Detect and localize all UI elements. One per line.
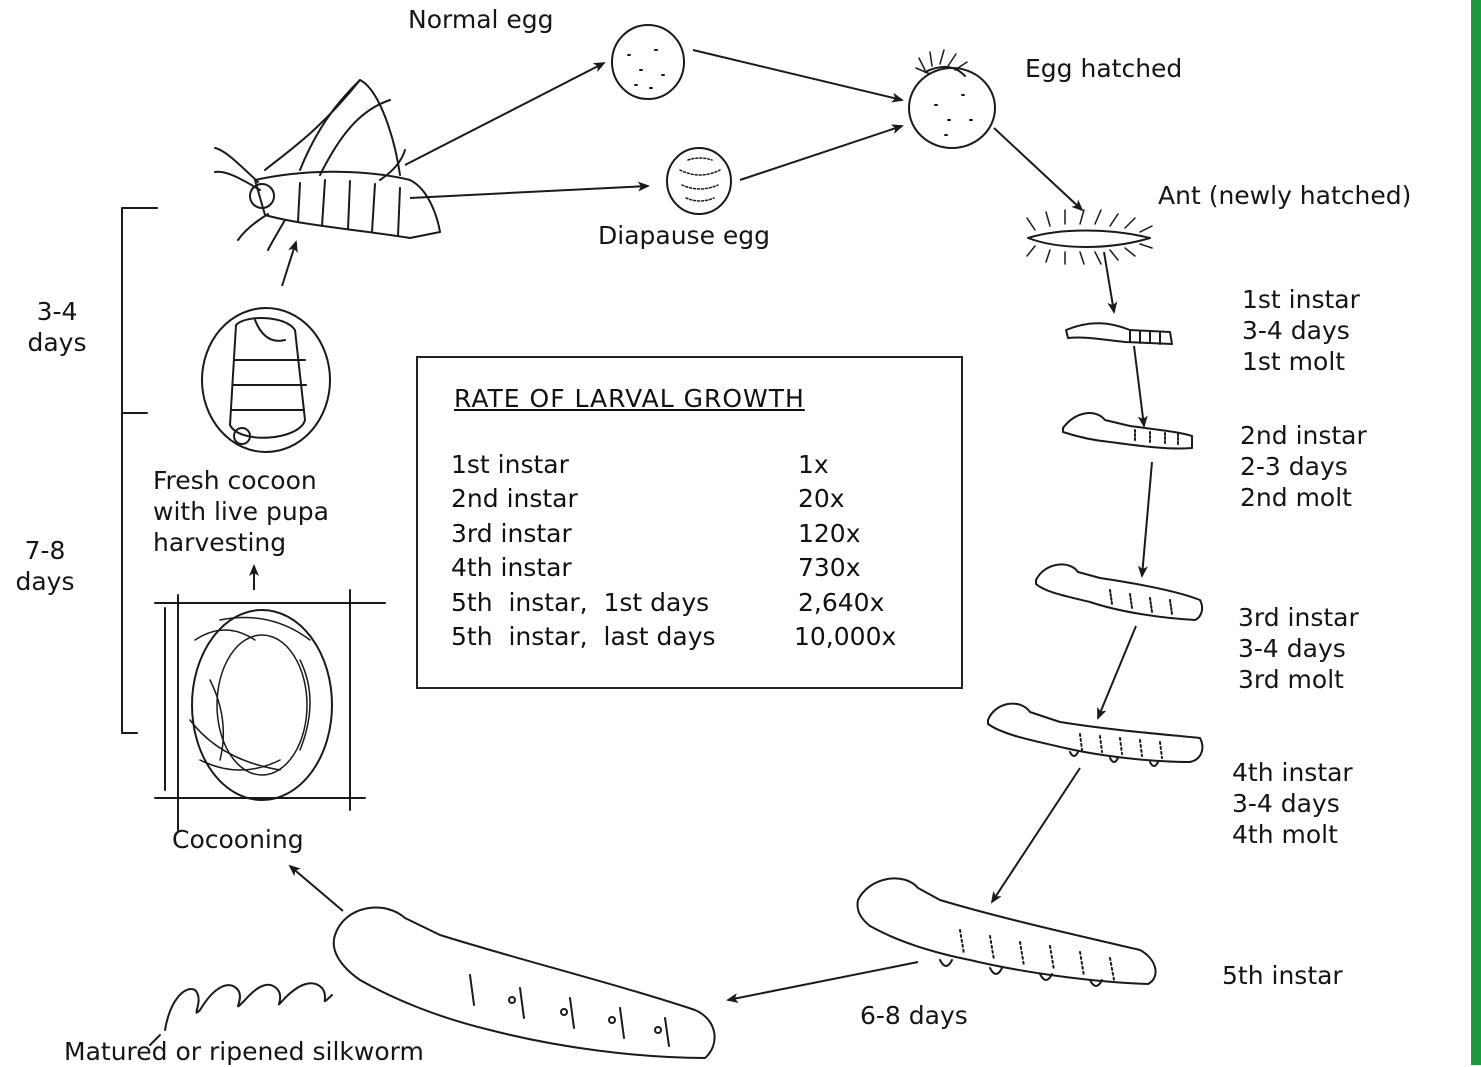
- normal-egg-illustration: [612, 25, 684, 99]
- instar-2-days: 2-3 days: [1240, 451, 1367, 482]
- rate-table-title: RATE OF LARVAL GROWTH: [454, 384, 805, 413]
- rate-row-stage: 1st instar: [451, 450, 569, 479]
- label-bracket-lower: 7-8 days: [8, 535, 82, 597]
- diapause-egg-illustration: [667, 148, 731, 214]
- instar-3-days: 3-4 days: [1238, 633, 1359, 664]
- arrow-moth-to-diapause-egg: [410, 186, 648, 198]
- label-cocooning: Cocooning: [172, 824, 304, 855]
- arrow-1st-to-2nd: [1134, 346, 1144, 426]
- rate-row-stage: 5th instar, 1st days: [451, 588, 709, 617]
- label-normal-egg: Normal egg: [408, 4, 554, 35]
- label-bracket-upper: 3-4 days: [20, 296, 94, 358]
- bracket-lower-unit: days: [8, 566, 82, 597]
- rate-row-stage: 5th instar, last days: [451, 622, 716, 651]
- label-egg-hatched: Egg hatched: [1025, 53, 1182, 84]
- arrow-diapause-egg-to-hatched: [740, 126, 902, 180]
- rate-row-stage: 4th instar: [451, 553, 572, 582]
- rate-row-growth: 1x: [798, 450, 829, 479]
- label-diapause-egg: Diapause egg: [598, 220, 770, 251]
- arrow-normal-egg-to-hatched: [693, 50, 902, 100]
- arrow-3rd-to-4th: [1098, 626, 1136, 718]
- instar-2-molt: 2nd molt: [1240, 482, 1367, 513]
- label-ant: Ant (newly hatched): [1158, 180, 1411, 211]
- arrow-5th-to-matured: [728, 962, 918, 1000]
- rate-of-growth-table: RATE OF LARVAL GROWTH 1st instar 1x 2nd …: [416, 356, 963, 689]
- label-fresh-cocoon: Fresh cocoon with live pupa harvesting: [153, 465, 329, 558]
- arrow-ant-to-1st: [1104, 252, 1114, 312]
- fresh-cocoon-line-3: harvesting: [153, 527, 329, 558]
- fresh-cocoon-illustration: [202, 308, 330, 452]
- larva-1st-instar: [1066, 323, 1172, 344]
- instar-3-molt: 3rd molt: [1238, 664, 1359, 695]
- label-instar-2: 2nd instar 2-3 days 2nd molt: [1240, 420, 1367, 513]
- arrow-2nd-to-3rd: [1142, 462, 1152, 576]
- hatched-egg-illustration: [909, 50, 995, 148]
- larva-3rd-instar: [1036, 564, 1202, 620]
- bracket-lower-value: 7-8: [8, 535, 82, 566]
- rate-row-growth: 730x: [798, 553, 861, 582]
- label-5th-duration: 6-8 days: [860, 1000, 968, 1031]
- label-matured-silkworm: Matured or ripened silkworm: [64, 1036, 424, 1067]
- fresh-cocoon-line-2: with live pupa: [153, 496, 329, 527]
- larva-2nd-instar: [1063, 413, 1192, 449]
- instar-4-molt: 4th molt: [1232, 819, 1353, 850]
- instar-2-stage: 2nd instar: [1240, 420, 1367, 451]
- instar-1-days: 3-4 days: [1242, 315, 1360, 346]
- label-instar-4: 4th instar 3-4 days 4th molt: [1232, 757, 1353, 850]
- label-instar-1: 1st instar 3-4 days 1st molt: [1242, 284, 1360, 377]
- larva-5th-instar: [858, 878, 1156, 986]
- arrow-4th-to-5th: [992, 768, 1080, 902]
- label-instar-3: 3rd instar 3-4 days 3rd molt: [1238, 602, 1359, 695]
- instar-4-stage: 4th instar: [1232, 757, 1353, 788]
- label-instar-5: 5th instar: [1222, 960, 1343, 991]
- cocooning-illustration: [155, 590, 385, 830]
- rate-row-growth: 2,640x: [798, 588, 884, 617]
- rate-row-growth: 120x: [798, 519, 861, 548]
- arrow-matured-to-cocooning: [290, 866, 343, 911]
- larva-4th-instar: [988, 704, 1202, 766]
- fresh-cocoon-line-1: Fresh cocoon: [153, 465, 329, 496]
- arrow-moth-to-normal-egg: [405, 63, 604, 165]
- arrow-hatched-to-ant: [994, 128, 1082, 210]
- arrow-fresh-cocoon-to-moth: [282, 242, 296, 286]
- instar-3-stage: 3rd instar: [1238, 602, 1359, 633]
- bracket-upper-value: 3-4: [20, 296, 94, 327]
- ant-illustration: [1027, 210, 1152, 264]
- rate-row-growth: 20x: [798, 484, 845, 513]
- bracket-upper-unit: days: [20, 327, 94, 358]
- rate-row-stage: 2nd instar: [451, 484, 578, 513]
- instar-1-molt: 1st molt: [1242, 346, 1360, 377]
- rate-row-growth: 10,000x: [794, 622, 896, 651]
- instar-4-days: 3-4 days: [1232, 788, 1353, 819]
- duration-bracket: [122, 208, 157, 733]
- accent-bar: [1471, 0, 1481, 1065]
- instar-1-stage: 1st instar: [1242, 284, 1360, 315]
- rate-row-stage: 3rd instar: [451, 519, 572, 548]
